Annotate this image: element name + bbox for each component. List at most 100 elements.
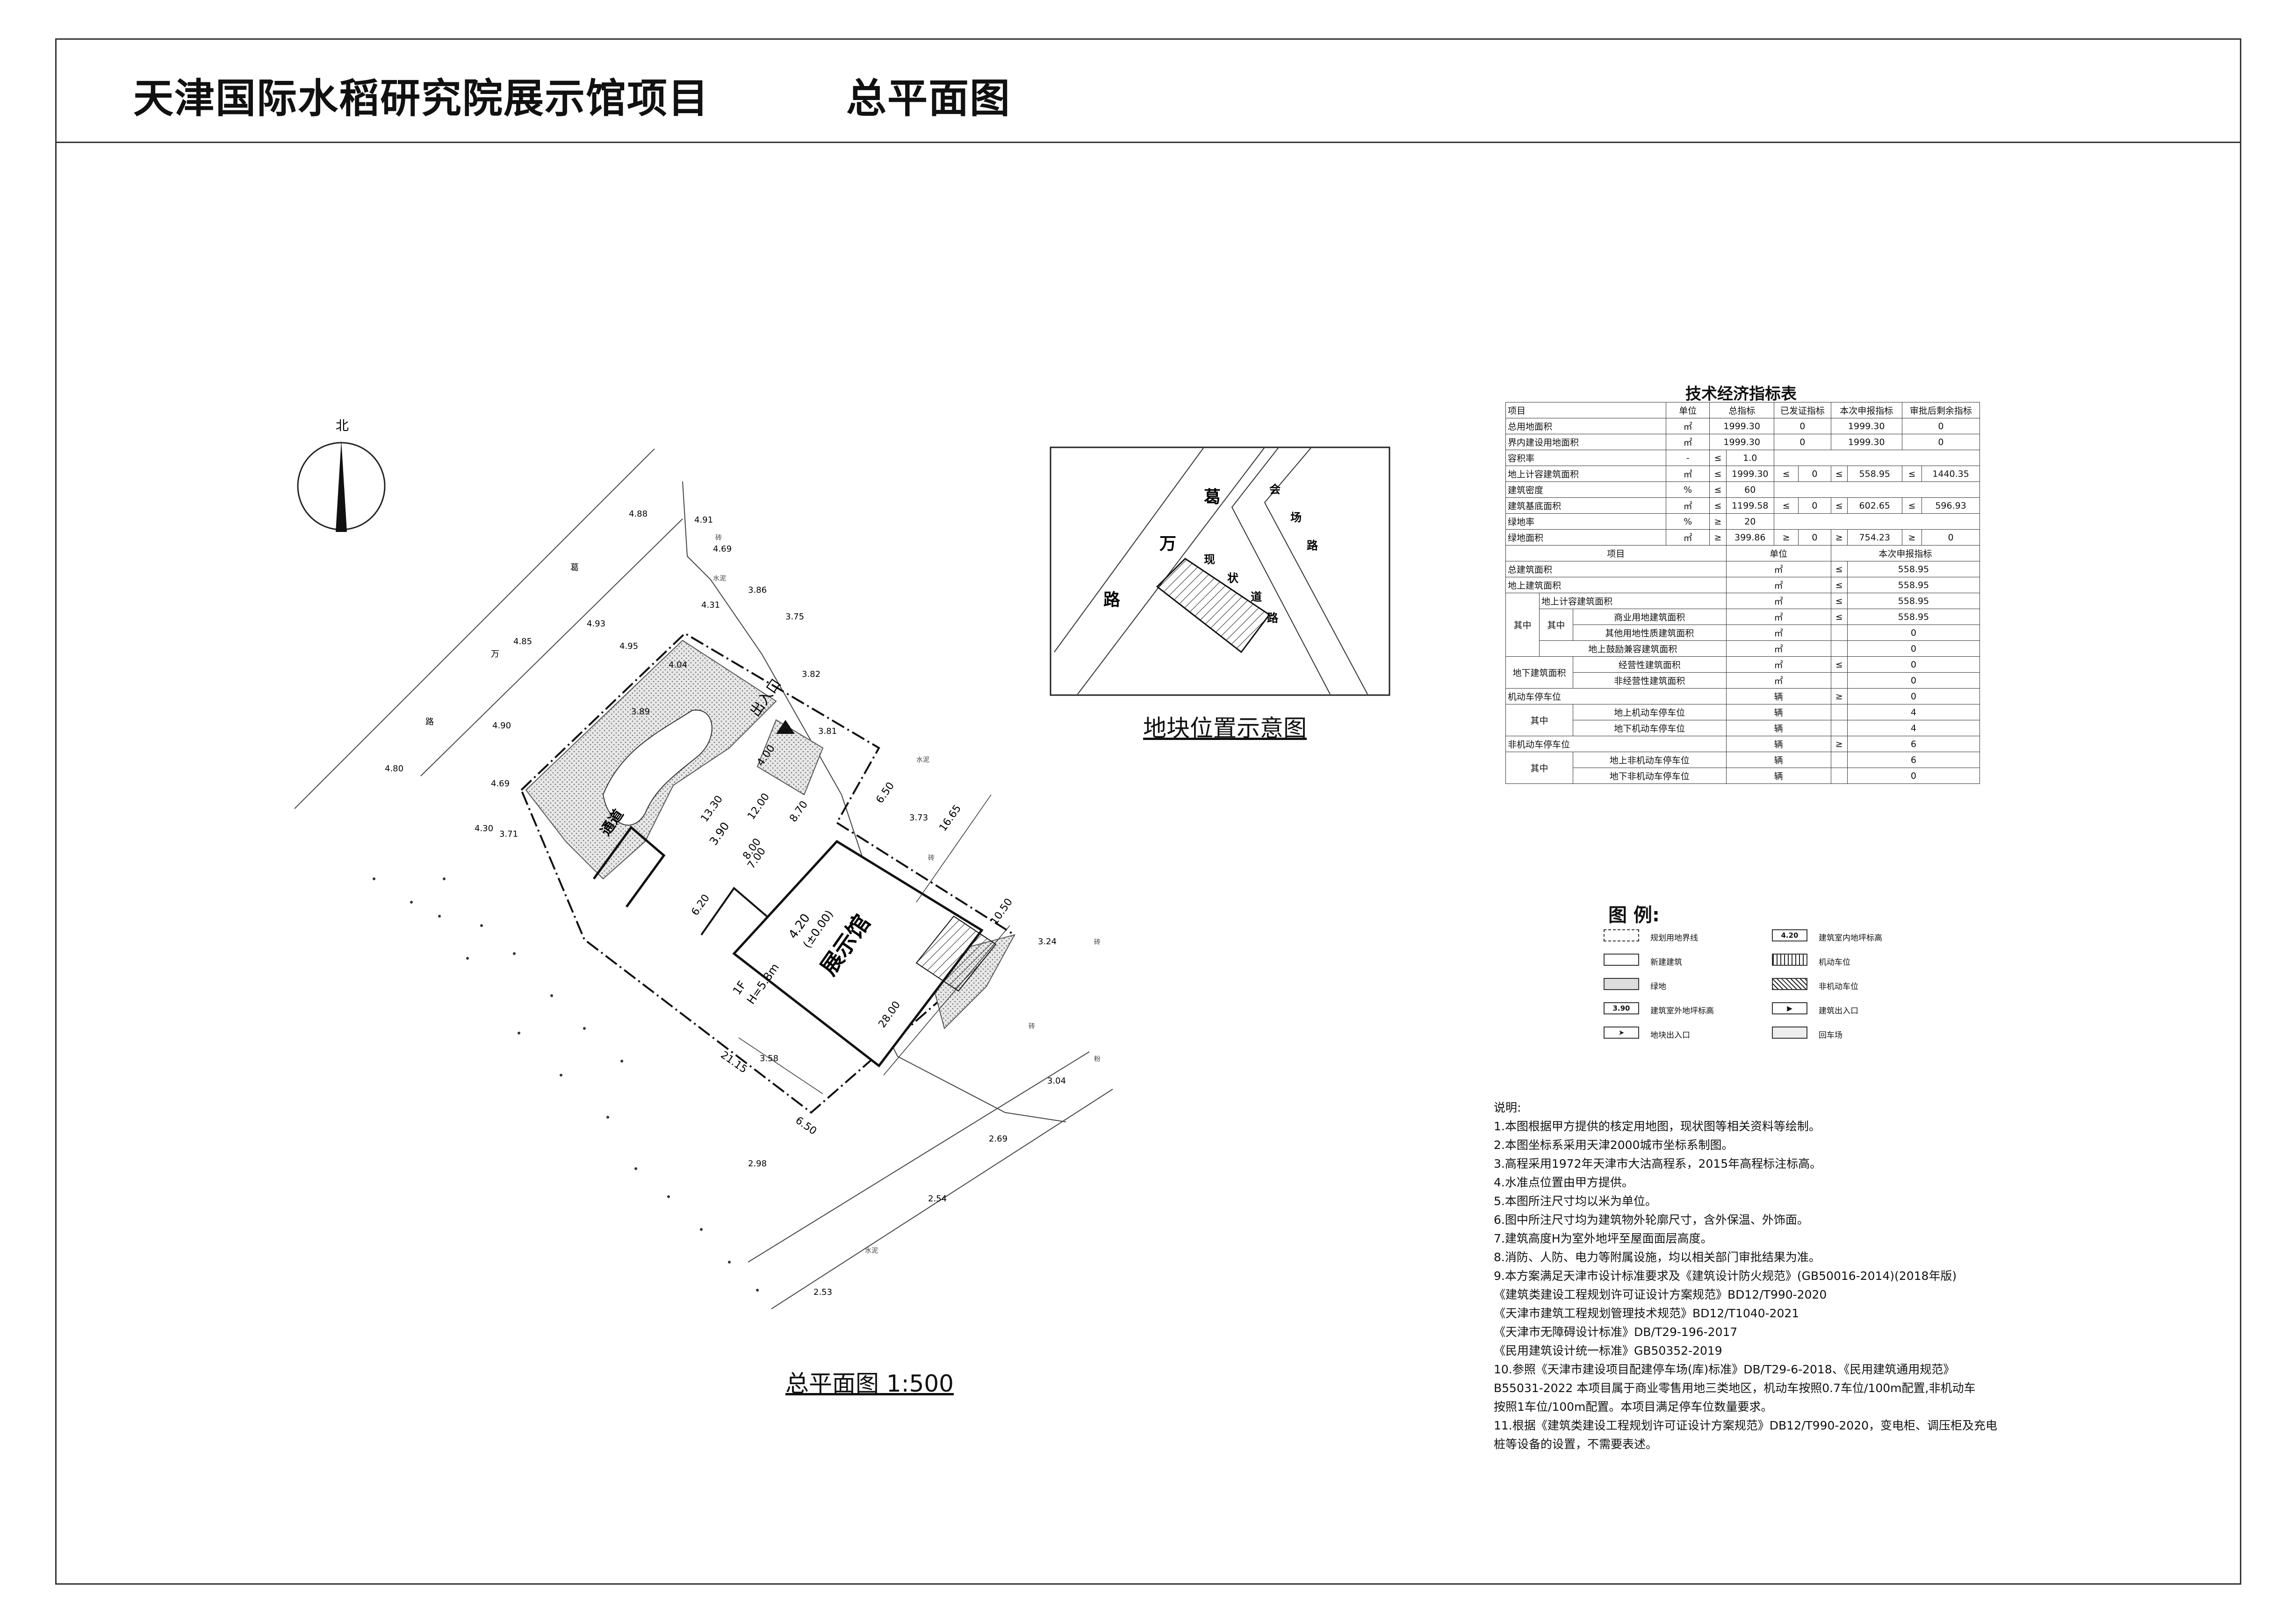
note-line: 6.图中所注尺寸均为建筑物外轮廓尺寸，含外保温、外饰面。 (1494, 1213, 1809, 1227)
elevation: 4.31 (701, 600, 720, 610)
map-road-label: 路 (1267, 611, 1279, 625)
notes-heading: 说明: (1494, 1101, 1521, 1114)
map-road-label: 万 (1159, 534, 1176, 553)
note-line: 8.消防、人防、电力等附属设施，均以相关部门审批结果为准。 (1494, 1250, 1821, 1264)
table-row: 绿地率%≥20 (1505, 513, 1980, 530)
dimension: 21.15 (719, 1049, 749, 1076)
table-row: 机动车停车位辆≥0 (1505, 688, 1980, 704)
elevation: 3.04 (1047, 1076, 1066, 1086)
site-location-marker (1156, 558, 1271, 654)
elevation: 4.04 (669, 660, 687, 670)
note-line: 10.参照《天津市建设项目配建停车场(库)标准》DB/T29-6-2018、《民… (1494, 1363, 1955, 1376)
map-road-label: 葛 (1204, 488, 1221, 507)
elevation: 4.30 (475, 824, 493, 833)
map-road-label: 场 (1290, 511, 1302, 524)
note-line: 1.本图根据甲方提供的核定用地图，现状图等相关资料等绘制。 (1494, 1120, 1821, 1133)
dimension: 6.50 (793, 1114, 819, 1137)
legend-item: 绿地 (1604, 974, 1772, 996)
note-line: 《民用建筑设计统一标准》GB50352-2019 (1494, 1344, 1722, 1357)
site-plan: 出入口 展示馆 4.20 (±0.00) 1F H=5.8m 通道 3.90 葛… (294, 449, 1113, 1309)
elevation: 3.73 (909, 813, 928, 823)
svg-text:砖: 砖 (1094, 939, 1101, 946)
legend-item: ➤地块出入口 (1604, 1023, 1772, 1044)
elevation: 3.71 (499, 829, 518, 839)
north-arrow-icon (336, 440, 347, 532)
svg-text:砖: 砖 (715, 534, 722, 542)
note-line: 3.高程采用1972年天津市大沽高程系，2015年高程标注标高。 (1494, 1157, 1822, 1171)
surface-marks: 水泥 砖 水泥 砖 砖 砖 水泥 粉 (713, 534, 1101, 1255)
map-road-label: 路 (1307, 539, 1318, 552)
table-row: 建筑密度%≤60 (1505, 481, 1980, 498)
elevation: 3.89 (631, 707, 650, 717)
table-header-row: 项目 单位 总指标 已发证指标 本次申报指标 审批后剩余指标 (1505, 402, 1980, 418)
elevation: 4.88 (629, 509, 648, 519)
elevation-points: 4.88 4.91 4.69 4.31 3.86 3.75 4.85 4.93 … (385, 509, 1066, 1297)
road-char-1: 葛 (570, 563, 579, 573)
elevation: 3.58 (760, 1054, 778, 1063)
project-title: 天津国际水稻研究院展示馆项目 (133, 75, 709, 122)
survey-dots (373, 877, 759, 1292)
entrance-arrow-icon: ▶ (1772, 1002, 1807, 1014)
note-line: 《天津市建筑工程规划管理技术规范》BD12/T1040-2021 (1494, 1307, 1799, 1320)
dimension: 12.00 (745, 791, 772, 822)
elevation: 4.69 (713, 544, 732, 554)
elevation: 4.90 (492, 721, 511, 731)
elevation: 4.91 (694, 515, 713, 525)
location-map: 葛 万 路 会 场 路 现 状 道 路 (1050, 446, 1390, 696)
floors-label: 1F (730, 979, 749, 998)
note-line: 《建筑类建设工程规划许可证设计方案规范》BD12/T990-2020 (1494, 1288, 1827, 1301)
entrance-arrow-icon (776, 720, 795, 734)
table-row: 非机动车停车位辆≥6 (1505, 736, 1980, 752)
elevation: 4.80 (385, 764, 403, 774)
legend-item: 新建建筑 (1604, 950, 1772, 971)
svg-text:砖: 砖 (1029, 1023, 1035, 1030)
table-header-row: 项目 单位 本次申报指标 (1505, 545, 1980, 561)
location-map-caption: 地块位置示意图 (1143, 715, 1307, 742)
road-char-2: 万 (491, 649, 499, 659)
drawing-title: 总平面图 (846, 75, 1011, 122)
title-band (55, 38, 2241, 143)
svg-text:水泥: 水泥 (865, 1247, 878, 1255)
legend-item: 机动车位 (1772, 950, 1940, 971)
map-road-label: 会 (1269, 483, 1281, 496)
map-road-label: 道 (1251, 590, 1262, 603)
legend-title: 图 例: (1608, 905, 1660, 926)
note-line: 5.本图所注尺寸均以米为单位。 (1494, 1194, 1657, 1208)
site-plan-caption: 总平面图 1:500 (785, 1370, 954, 1397)
table-row: 容积率-≤1.0 (1505, 450, 1980, 466)
drawing-frame (55, 38, 2241, 1585)
elevation: 3.86 (748, 585, 767, 595)
elevation: 4.69 (491, 779, 510, 789)
elevation: 3.24 (1038, 937, 1057, 947)
elevation: 2.98 (748, 1159, 767, 1169)
elevation: 4.93 (587, 619, 605, 629)
elevation: 4.85 (513, 637, 532, 646)
map-road-label: 现 (1204, 553, 1215, 566)
map-road-label: 状 (1227, 572, 1239, 585)
note-line: 7.建筑高度H为室外地坪至屋面面层高度。 (1494, 1232, 1713, 1245)
legend-item: 回车场 (1772, 1023, 1940, 1044)
note-line: 2.本图坐标系采用天津2000城市坐标系制图。 (1494, 1138, 1734, 1152)
legend-item: 规划用地界线 (1604, 926, 1772, 947)
svg-text:粉: 粉 (1094, 1056, 1101, 1063)
svg-text:水泥: 水泥 (713, 575, 726, 582)
elevation: 3.75 (785, 612, 804, 622)
map-road-label: 路 (1103, 590, 1121, 610)
